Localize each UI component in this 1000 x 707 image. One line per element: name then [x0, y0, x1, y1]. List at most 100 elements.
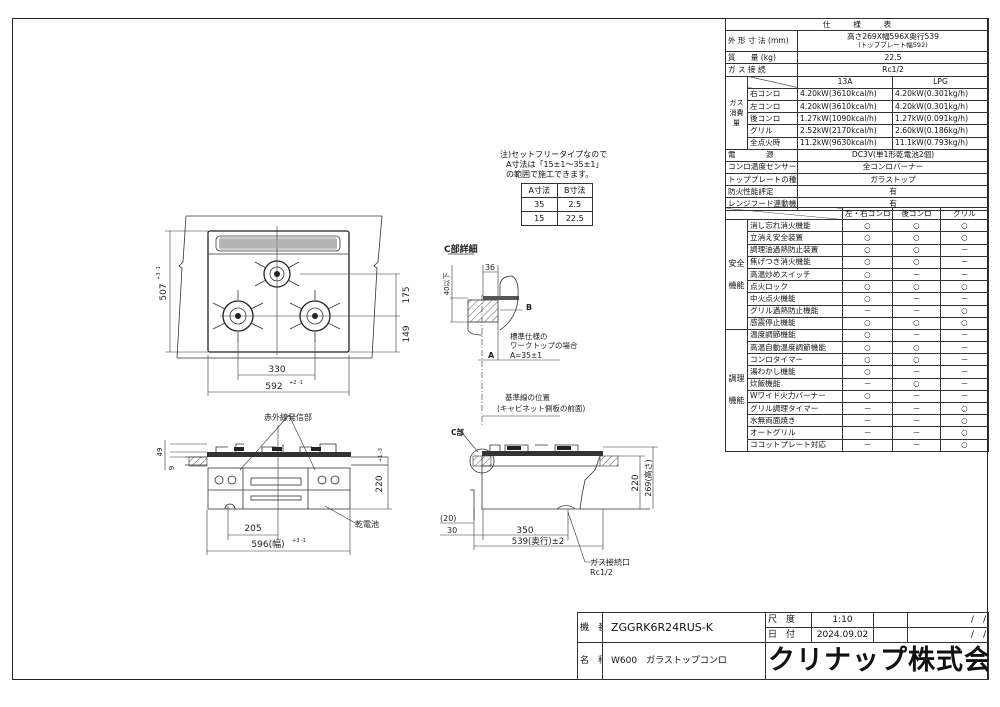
value-13a: 11.2kW(9630kcal/h): [797, 136, 893, 150]
function-availability: －: [940, 267, 989, 282]
front-view: 赤外線発信部 49 9 220 +1 -3 乾電池 205 596(幅) +3 …: [156, 412, 392, 555]
dim-596: 596(幅): [251, 538, 284, 550]
value-13a: 4.20kW(3610kcal/h): [797, 87, 893, 101]
dim-220-side: 220: [631, 474, 641, 491]
function-availability: ○: [892, 341, 941, 355]
function-availability: ○: [842, 389, 893, 404]
function-availability: －: [892, 292, 941, 306]
value-lpg: 2.60kW(0.186kg/h): [891, 124, 990, 138]
spec-label: トッププレートの種類: [725, 173, 798, 187]
function-availability: ○: [892, 377, 941, 391]
c-detail: C部詳細 36 40以下 B A 標準仕様の ワークトップの場合 A=35±1 …: [443, 243, 585, 425]
function-name: 立消え安全装置: [747, 231, 843, 245]
gas-label: ガ ス 接 続: [725, 63, 798, 77]
side-view: C部 220 269(高さ) (20) 30 350 539(奥行)±2 ガス接…: [440, 427, 658, 577]
value-lpg: 1.27kW(0.091kg/h): [891, 112, 990, 126]
function-availability: ○: [940, 231, 989, 245]
function-availability: ○: [842, 292, 893, 306]
function-row: 中火点火機能○－－: [726, 292, 989, 306]
function-name: 湯わかし機能: [747, 365, 843, 379]
function-name: 温度調節機能: [747, 328, 843, 343]
std-note-1: 標準仕様の: [510, 331, 548, 341]
header-diagonal: [747, 75, 798, 89]
scale-value: 1:10: [811, 612, 874, 628]
function-availability: ○: [842, 353, 893, 367]
function-name: グリル過熱防止機能: [747, 304, 843, 318]
function-availability: －: [892, 414, 941, 428]
company-logo: クリナップ株式会社: [765, 642, 989, 680]
function-name: グリル調理タイマー: [747, 401, 843, 416]
dim-9: 9: [168, 466, 176, 470]
dim-596-tol: +3 -1: [292, 538, 306, 544]
function-availability: ○: [842, 255, 893, 269]
function-row: 湯わかし機能○－－: [726, 365, 989, 379]
mass-value: 22.5: [796, 51, 990, 65]
cell: 35: [521, 197, 558, 212]
dim-30: 30: [447, 526, 457, 535]
dim-350: 350: [516, 526, 533, 536]
function-availability: －: [940, 255, 989, 269]
outer-dim-sub: (トップブレート幅592): [858, 41, 928, 50]
date-label: 日 付: [765, 627, 812, 643]
header-diagonal: [725, 206, 843, 221]
gas-value: Rc1/2: [796, 63, 990, 77]
function-availability: －: [940, 243, 989, 257]
function-availability: ○: [842, 219, 893, 233]
spec-label: コンロ温度センサー: [725, 160, 798, 175]
blank-cell: [873, 627, 908, 643]
value-13a: 4.20kW(3610kcal/h): [797, 99, 893, 114]
blank-cell: [873, 612, 908, 628]
function-row: グリル調理タイマー－－○: [726, 401, 989, 416]
function-availability: －: [940, 353, 989, 367]
spec-table: 仕 様 表 外 形 寸 法 (mm) 高さ269X幅596X奥行539(トップブ…: [724, 17, 990, 211]
function-availability: ○: [940, 316, 989, 330]
name-label: 名 称: [577, 642, 603, 680]
spec-value: 有: [796, 185, 990, 199]
spec-value: 全コンロバーナー: [796, 160, 990, 175]
cell: 15: [521, 211, 558, 226]
function-availability: －: [892, 426, 941, 440]
function-row: 感震停止機能○○○: [726, 316, 989, 330]
dim-592-tol: +2 -1: [289, 380, 303, 386]
function-row: 水無両面焼き－－○: [726, 414, 989, 428]
dim-20: (20): [440, 514, 456, 523]
burner-name: 全点火時: [747, 136, 798, 150]
model-number: ZGGRK6R24RUS-K: [602, 612, 766, 643]
function-name: 焦げつき消火機能: [747, 255, 843, 269]
value-13a: 1.27kW(1090kcal/h): [797, 112, 893, 126]
function-availability: －: [940, 377, 989, 391]
function-availability: －: [842, 414, 893, 428]
function-row: ココットプレート対応－－○: [726, 438, 989, 452]
consumption-label: ガス消費量: [725, 75, 748, 150]
function-availability: －: [842, 377, 893, 391]
function-availability: －: [940, 341, 989, 355]
dim-507-tol: +3 -1: [156, 266, 162, 280]
function-availability: ○: [842, 365, 893, 379]
function-availability: ○: [892, 353, 941, 367]
function-name: オートグリル: [747, 426, 843, 440]
spec-value: ガラストップ: [796, 173, 990, 187]
function-availability: ○: [842, 316, 893, 330]
dim-592: 592: [265, 382, 282, 392]
outer-dim-value: 高さ269X幅596X奥行539: [847, 32, 939, 42]
c-detail-title: C部詳細: [444, 243, 478, 255]
function-availability: ○: [892, 231, 941, 245]
function-availability: －: [940, 328, 989, 343]
value-lpg: 4.20kW(0.301kg/h): [891, 87, 990, 101]
function-name: 炊飯機能: [747, 377, 843, 391]
gas-inlet-size: Rc1/2: [590, 568, 613, 577]
dim-330: 330: [268, 365, 285, 375]
std-note-3: A=35±1: [510, 351, 542, 360]
function-row: 焦げつき消火機能○○－: [726, 255, 989, 269]
spec-value: DC3V(単1形乾電池2個): [796, 148, 990, 162]
function-row: 立消え安全装置○○○: [726, 231, 989, 245]
function-availability: －: [940, 365, 989, 379]
function-availability: ○: [842, 231, 893, 245]
product-name: W600 ガラストップコンロ: [602, 642, 766, 680]
function-availability: ○: [892, 219, 941, 233]
function-name: 高温自動温度調節機能: [747, 341, 843, 355]
dim-220-tol: +1 -3: [378, 448, 384, 462]
function-availability: ○: [842, 243, 893, 257]
